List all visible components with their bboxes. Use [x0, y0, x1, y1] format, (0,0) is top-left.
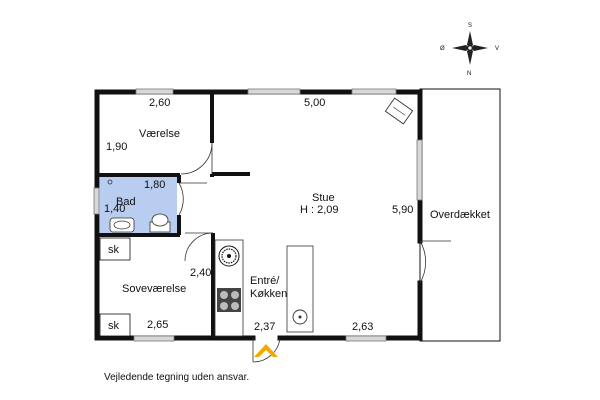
dim-bad-width: 1,80	[144, 179, 165, 191]
toilet-icon	[149, 213, 171, 233]
stove-heater-icon	[384, 97, 414, 125]
door-swings	[178, 142, 451, 363]
wardrobe-label-top: sk	[108, 244, 120, 256]
room-label-bad: Bad	[116, 196, 136, 208]
disclaimer-text: Vejledende tegning uden ansvar.	[104, 372, 250, 383]
inner-walls	[97, 92, 250, 338]
room-label-entre: Entré/	[250, 275, 280, 287]
stove-icon	[217, 288, 241, 312]
shower-icon	[107, 179, 113, 185]
dim-bad-depth: 1,40	[104, 203, 125, 215]
sink-icon	[109, 217, 135, 233]
compass-north-label: N	[467, 71, 471, 77]
dim-stue-depth: 5,90	[392, 204, 413, 216]
compass-rose-icon	[452, 31, 488, 65]
extractor-fan-icon	[218, 245, 240, 267]
wardrobe-bottom	[99, 313, 131, 337]
dim-entre-width: 2,37	[254, 321, 275, 333]
dim-stue-width: 5,00	[304, 97, 325, 109]
room-label-kokken: Køkken	[250, 288, 287, 300]
room-label-overdaekket: Overdækket	[430, 209, 490, 221]
compass-west-label: V	[495, 46, 499, 52]
room-height-label: H : 2,09	[300, 204, 339, 216]
room-label-sovevaerelse: Soveværelse	[122, 283, 186, 295]
entrance-arrow-icon	[254, 344, 278, 357]
dim-kitchen-width: 2,63	[352, 321, 373, 333]
kitchen-sink-icon	[292, 309, 308, 325]
dim-sove-depth: 2,40	[190, 267, 211, 279]
dim-vaerelse-width: 2,60	[149, 97, 170, 109]
windows	[93, 88, 423, 342]
wardrobe-top	[99, 237, 131, 261]
dim-sove-width: 2,65	[147, 319, 168, 331]
compass-south-label: S	[468, 23, 472, 29]
compass-east-label: Ø	[440, 46, 445, 52]
room-label-stue: Stue	[312, 192, 335, 204]
wardrobe-label-bottom: sk	[108, 320, 120, 332]
room-label-vaerelse: Værelse	[139, 128, 180, 140]
dim-vaerelse-depth: 1,90	[106, 141, 127, 153]
